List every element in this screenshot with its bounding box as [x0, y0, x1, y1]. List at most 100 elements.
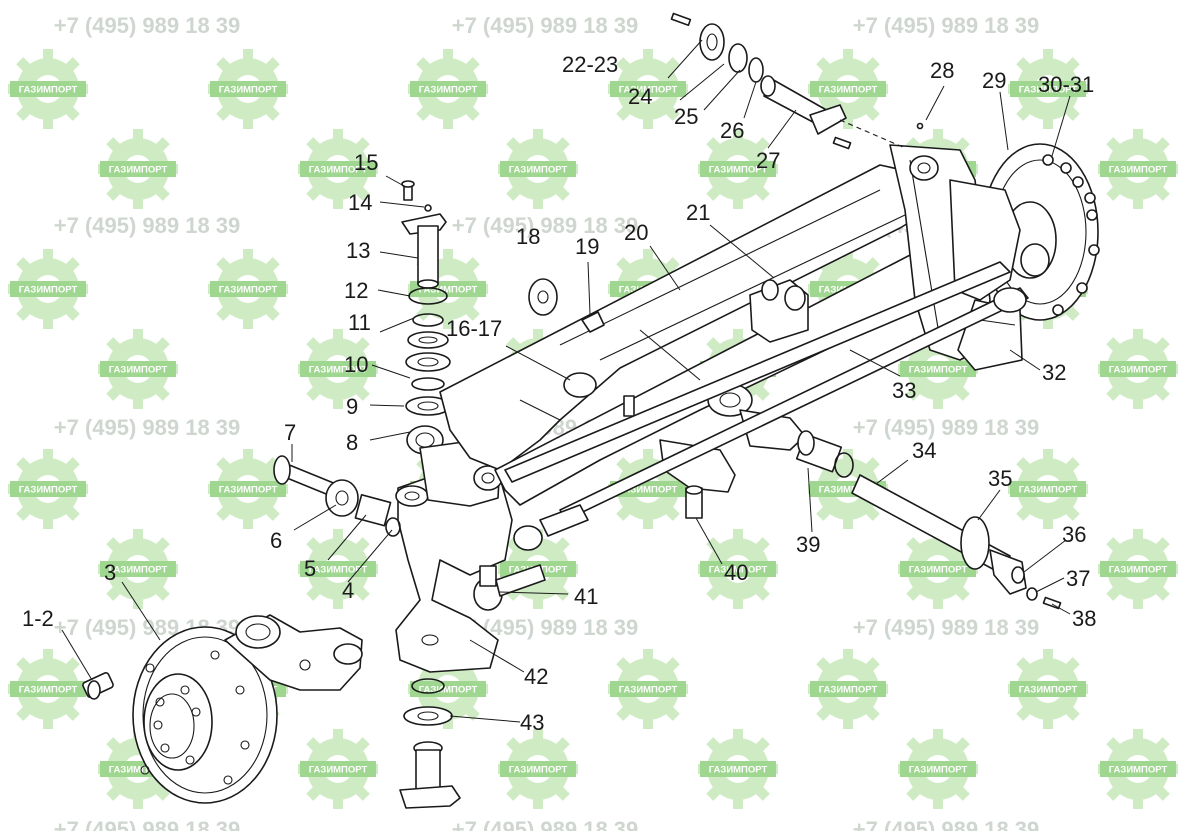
gear-logo-icon: ГАЗИМПОРТ: [1098, 329, 1178, 409]
watermark-logo-text: ГАЗИМПОРТ: [1109, 365, 1168, 376]
watermark-logo-text: ГАЗИМПОРТ: [1019, 685, 1078, 696]
watermark-logo-text: ГАЗИМПОРТ: [619, 85, 678, 96]
gear-logo-icon: ГАЗИМПОРТ: [298, 129, 378, 209]
gear-logo-icon: ГАЗИМПОРТ: [298, 329, 378, 409]
gear-logo-icon: ГАЗИМПОРТ: [608, 649, 688, 729]
callout-39: 39: [796, 532, 820, 557]
lever-pin-parts: [273, 455, 401, 537]
callout-30-31: 30-31: [1038, 72, 1094, 97]
watermark-phone: +7 (495) 989 18 39: [853, 615, 1040, 640]
watermark-logo-text: ГАЗИМПОРТ: [1109, 565, 1168, 576]
gear-logo-icon: ГАЗИМПОРТ: [898, 729, 978, 809]
gear-logo-icon: ГАЗИМПОРТ: [8, 649, 88, 729]
watermark-logo-text: ГАЗИМПОРТ: [909, 765, 968, 776]
callout-41: 41: [574, 584, 598, 609]
gear-logo-icon: ГАЗИМПОРТ: [98, 129, 178, 209]
callout-29: 29: [982, 68, 1006, 93]
watermark-logo-text: ГАЗИМПОРТ: [619, 685, 678, 696]
callout-3: 3: [104, 560, 116, 585]
gear-logo-icon: ГАЗИМПОРТ: [1098, 529, 1178, 609]
watermark-logo-text: ГАЗИМПОРТ: [309, 565, 368, 576]
watermark-phone: +7 (495) 989 18 39: [452, 13, 639, 38]
gear-logo-icon: ГАЗИМПОРТ: [208, 449, 288, 529]
watermark-logo-text: ГАЗИМПОРТ: [309, 365, 368, 376]
watermark-logo-text: ГАЗИМПОРТ: [509, 165, 568, 176]
callout-21: 21: [686, 200, 710, 225]
watermark-logo-text: ГАЗИМПОРТ: [419, 85, 478, 96]
gear-logo-icon: ГАЗИМПОРТ: [1098, 729, 1178, 809]
watermark-logo-text: ГАЗИМПОРТ: [109, 565, 168, 576]
bolt-part-1-2: [82, 672, 114, 700]
watermark-phone: +7 (495) 989 18 39: [54, 213, 241, 238]
gear-logo-icon: ГАЗИМПОРТ: [808, 449, 888, 529]
leader-lines: [61, 39, 1071, 723]
callout-38: 38: [1072, 606, 1096, 631]
gear-logo-icon: ГАЗИМПОРТ: [98, 529, 178, 609]
watermark-logo-text: ГАЗИМПОРТ: [909, 565, 968, 576]
watermark-logo-text: ГАЗИМПОРТ: [309, 765, 368, 776]
lower-pin-stack: [399, 678, 461, 809]
watermark-phone: +7 (495) 989 18 39: [54, 415, 241, 440]
callout-40: 40: [724, 560, 748, 585]
gear-logo-icon: ГАЗИМПОРТ: [898, 329, 978, 409]
gear-logo-icon: ГАЗИМПОРТ: [898, 529, 978, 609]
gear-logo-icon: ГАЗИМПОРТ: [408, 249, 488, 329]
right-hub-assembly: [889, 143, 1100, 371]
watermark-logo-text: ГАЗИМПОРТ: [219, 285, 278, 296]
watermark-logo-text: ГАЗИМПОРТ: [109, 365, 168, 376]
watermark-logo-text: ГАЗИМПОРТ: [819, 485, 878, 496]
watermark-logo-text: ГАЗИМПОРТ: [219, 85, 278, 96]
gear-logo-icon: ГАЗИМПОРТ: [808, 649, 888, 729]
gear-logo-icon: ГАЗИМПОРТ: [1008, 49, 1088, 129]
gear-logo-icon: ГАЗИМПОРТ: [498, 129, 578, 209]
watermark-phone: +7 (495) 989 18 39: [452, 817, 639, 831]
gear-logo-icon: ГАЗИМПОРТ: [498, 729, 578, 809]
callout-18: 18: [516, 224, 540, 249]
watermark-logo-text: ГАЗИМПОРТ: [1019, 485, 1078, 496]
watermark-logo-text: ГАЗИМПОРТ: [109, 165, 168, 176]
callout-34: 34: [912, 438, 936, 463]
callout-11: 11: [348, 310, 371, 335]
watermark-logo-text: ГАЗИМПОРТ: [1019, 85, 1078, 96]
gear-logo-icon: ГАЗИМПОРТ: [8, 49, 88, 129]
watermark-logo-text: ГАЗИМПОРТ: [709, 765, 768, 776]
parts-drawing: [82, 12, 1100, 809]
watermark-phone: +7 (495) 989 18 39: [853, 817, 1040, 831]
gear-logo-icon: ГАЗИМПОРТ: [1008, 449, 1088, 529]
gear-logo-icon: ГАЗИМПОРТ: [1008, 649, 1088, 729]
callout-19: 19: [575, 234, 599, 259]
watermark-logo-text: ГАЗИМПОРТ: [19, 685, 78, 696]
callout-27: 27: [756, 148, 780, 173]
watermark-logo-text: ГАЗИМПОРТ: [709, 565, 768, 576]
watermark-logo-text: ГАЗИМПОРТ: [909, 365, 968, 376]
watermark-logo-text: ГАЗИМПОРТ: [419, 685, 478, 696]
gear-logo-icon: ГАЗИМПОРТ: [208, 249, 288, 329]
watermark-logo-text: ГАЗИМПОРТ: [19, 85, 78, 96]
gear-logo-icon: ГАЗИМПОРТ: [298, 529, 378, 609]
gear-logo-icon: ГАЗИМПОРТ: [808, 49, 888, 129]
callout-12: 12: [344, 278, 368, 303]
callout-7: 7: [284, 420, 296, 445]
gear-logo-icon: ГАЗИМПОРТ: [408, 49, 488, 129]
watermark-logo-text: ГАЗИМПОРТ: [1109, 765, 1168, 776]
callout-16-17: 16-17: [446, 316, 502, 341]
callout-9: 9: [346, 394, 358, 419]
watermark-logo-text: ГАЗИМПОРТ: [509, 765, 568, 776]
callout-6: 6: [270, 528, 282, 553]
callout-15: 15: [354, 150, 378, 175]
watermark-phone: +7 (495) 989 18 39: [452, 213, 639, 238]
callout-28: 28: [930, 58, 954, 83]
callout-1-2: 1-2: [22, 606, 54, 631]
watermark-logo-text: ГАЗИМПОРТ: [819, 85, 878, 96]
watermark-logo-text: ГАЗИМПОРТ: [219, 485, 278, 496]
watermark-logo-text: ГАЗИМПОРТ: [709, 165, 768, 176]
tie-rod-part-33: [473, 243, 1050, 611]
callout-22-23: 22-23: [562, 52, 618, 77]
gear-logo-icon: ГАЗИМПОРТ: [408, 649, 488, 729]
gear-logo-icon: ГАЗИМПОРТ: [8, 449, 88, 529]
callout-24: 24: [628, 84, 652, 109]
gear-logo-icon: ГАЗИМПОРТ: [1098, 129, 1178, 209]
watermark-logo-text: ГАЗИМПОРТ: [1109, 165, 1168, 176]
gear-logo-icon: ГАЗИМПОРТ: [698, 529, 778, 609]
